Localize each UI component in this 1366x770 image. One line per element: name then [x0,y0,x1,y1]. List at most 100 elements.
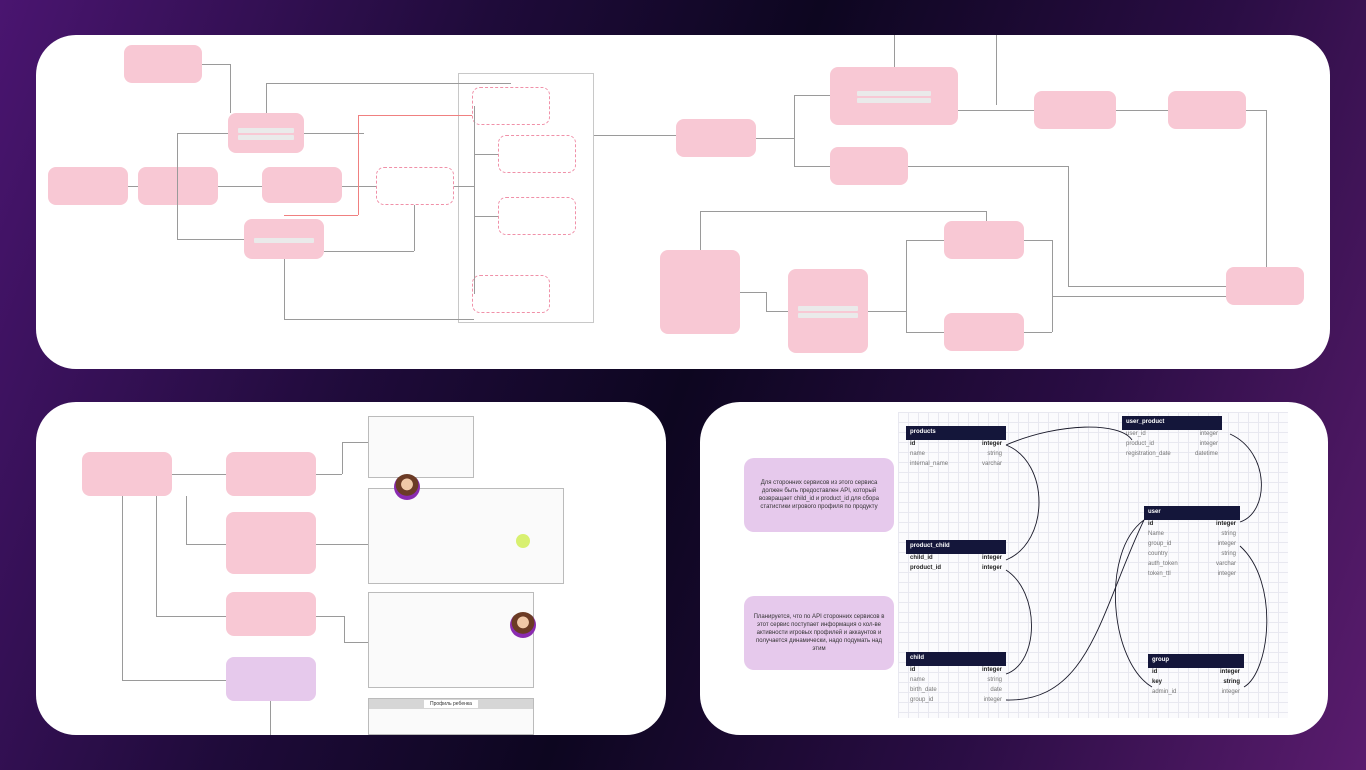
relation-line [1005,519,1145,701]
field-type: varchar [1215,561,1236,567]
field-name: user_id [1126,431,1146,437]
flow-node [1034,91,1116,129]
table-row: internal_name varchar [906,460,1006,470]
field-type: string [987,451,1002,457]
field-name: key [1152,679,1163,685]
relation-lines [1005,426,1268,701]
table-row: Name string [1144,530,1240,540]
table-row: birth_date date [906,686,1006,696]
flow-node [124,45,202,83]
field-type: varchar [981,461,1002,467]
er-diagram-panel: Для сторонних сервисов из этого сервиса … [700,402,1328,735]
flow-node [226,512,316,574]
field-name: product_id [910,565,941,571]
table-header: user [1144,506,1240,520]
table-row: group_id integer [1144,540,1240,550]
relation-line [1005,444,1040,561]
relation-line [1005,569,1032,675]
flow-node [228,113,304,153]
profile-mockup [368,592,534,688]
flow-node [82,452,172,496]
field-type: datetime [1194,451,1218,457]
flow-node [244,219,324,259]
relation-line [1239,545,1268,688]
field-type: integer [1217,571,1236,577]
profile-mockup [368,488,564,584]
flow-node [660,250,740,334]
field-name: id [1152,669,1158,675]
field-name: id [910,441,916,447]
field-type: integer [983,697,1002,703]
field-name: admin_id [1152,689,1177,695]
table-row: id integer [1148,668,1244,678]
field-type: string [987,677,1002,683]
relation-line [1005,426,1133,446]
flow-node [944,313,1024,351]
flow-node [1168,91,1246,129]
table-row: admin_id integer [1148,688,1244,698]
field-type: integer [1217,541,1236,547]
activity-note: Планируется, что по API сторонних сервис… [744,596,894,670]
flow-decision [376,167,454,205]
field-type: integer [1219,669,1240,675]
field-name: token_ttl [1148,571,1171,577]
field-type: integer [981,667,1002,673]
table-row: name string [906,450,1006,460]
field-name: auth_token [1148,561,1178,567]
field-type: date [990,687,1002,693]
flow-note [226,657,316,701]
field-name: birth_date [910,687,937,693]
status-dot [516,534,530,548]
field-name: group_id [1148,541,1172,547]
field-type: string [1221,551,1236,557]
field-type: integer [981,565,1002,571]
table-row: auth_token varchar [1144,560,1240,570]
table-row: child_id integer [906,554,1006,564]
field-name: internal_name [910,461,949,467]
api-note: Для сторонних сервисов из этого сервиса … [744,458,894,532]
field-name: id [910,667,916,673]
field-name: product_id [1126,441,1155,447]
flow-node [676,119,756,157]
settings-mockup [368,416,474,478]
avatar [510,612,536,638]
field-type: integer [1221,689,1240,695]
field-name: Name [1148,531,1165,537]
flow-node [226,452,316,496]
table-row: name string [906,676,1006,686]
flow-node [1226,267,1304,305]
tab-child-profile[interactable]: Профиль ребенка [424,700,478,708]
field-name: child_id [910,555,933,561]
flow-node [788,269,868,353]
table-row: product_id integer [906,564,1006,574]
field-type: string [1221,531,1236,537]
flow-node [226,592,316,636]
field-type: integer [1215,521,1236,527]
table-header: products [906,426,1006,440]
table-row: country string [1144,550,1240,560]
flow-node [944,221,1024,259]
table-header: group [1148,654,1244,668]
flow-frame [458,73,594,323]
field-type: integer [981,555,1002,561]
field-name: country [1148,551,1168,557]
relation-line [1114,519,1153,688]
flow-node [262,167,342,203]
field-name: name [910,677,926,683]
field-name: group_id [910,697,934,703]
child-profile-mockup: Профиль ребенка [368,698,534,735]
flow-node [498,197,576,235]
field-name: name [910,451,926,457]
table-header: user_product [1122,416,1222,430]
table-row: group_id integer [906,696,1006,706]
